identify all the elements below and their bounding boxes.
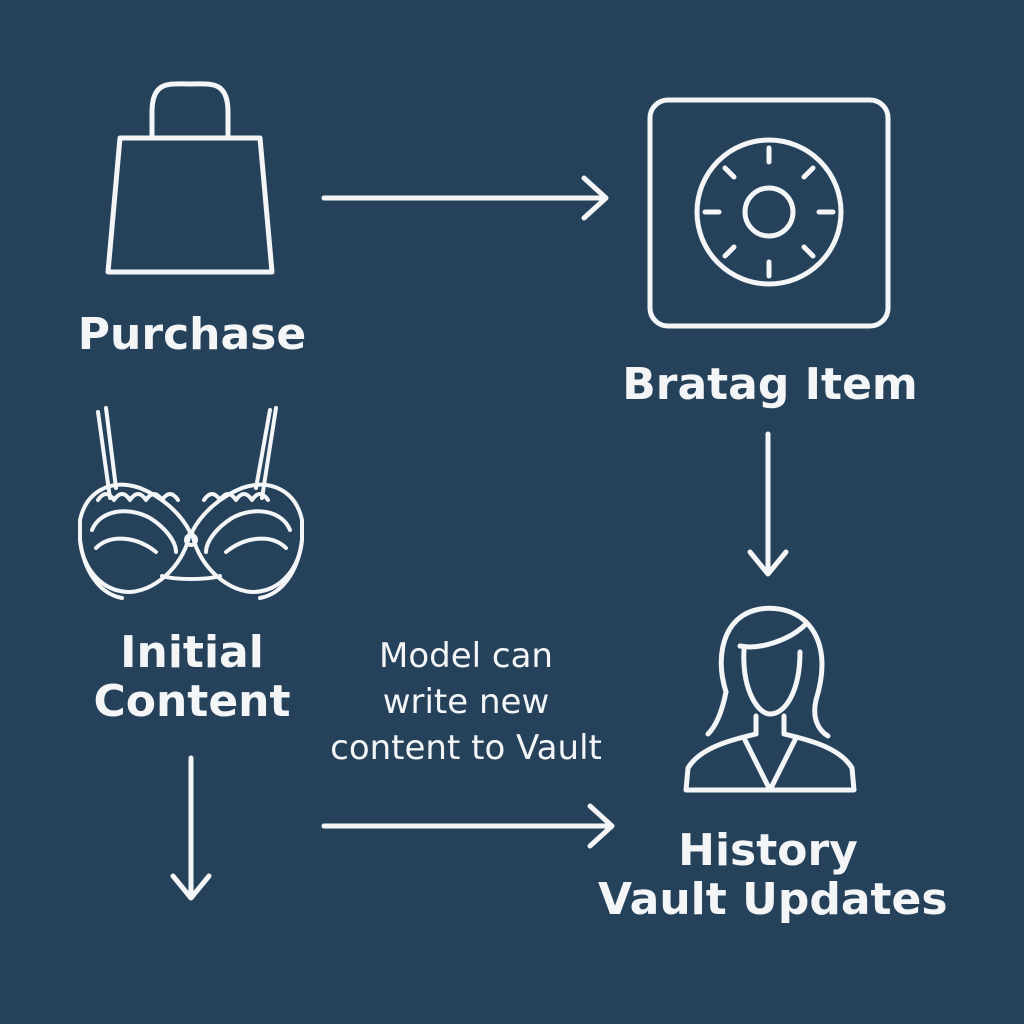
arrow-bratag-to-history (747, 431, 789, 577)
bratag-item-label: Bratag Item (622, 359, 918, 410)
history-vault-line2: Vault Updates (598, 874, 948, 926)
woman-avatar-icon (683, 605, 857, 793)
initial-content-line1: Initial (120, 627, 264, 678)
shopping-bag-icon (105, 81, 275, 275)
purchase-label: Purchase (77, 309, 307, 360)
history-vault-label: History Vault Updates (598, 825, 948, 926)
vault-dial-icon (647, 97, 891, 329)
model-write-line3: content to Vault (330, 727, 602, 768)
initial-content-label: Initial Content (62, 628, 322, 727)
bra-icon (78, 406, 304, 600)
arrow-content-to-history (321, 803, 615, 849)
history-vault-line1: History (678, 825, 858, 876)
arrow-purchase-to-bratag (321, 175, 609, 221)
arrow-initial-down (170, 755, 212, 901)
initial-content-line2: Content (93, 676, 291, 728)
model-write-line1: Model can (379, 636, 553, 676)
model-write-line2: write new (382, 681, 550, 722)
model-write-annotation: Model can write new content to Vault (316, 634, 616, 772)
